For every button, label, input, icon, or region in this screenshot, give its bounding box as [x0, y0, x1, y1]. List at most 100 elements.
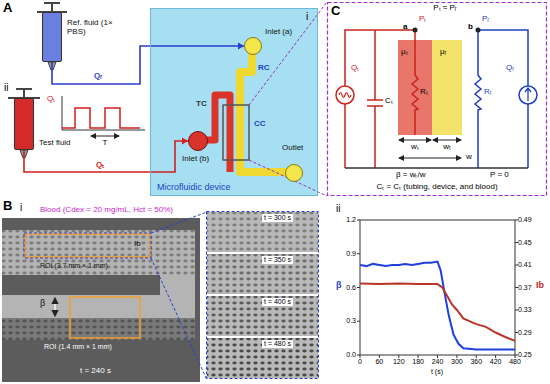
time-strip-part [207, 212, 318, 252]
figure-label: Ib [134, 240, 141, 249]
figure-label: Qᵣ [506, 64, 514, 73]
chart-axes-part [360, 355, 515, 358]
figure-label: t (s) [431, 368, 443, 376]
tick-label: 0.3 [346, 317, 356, 325]
time-strip-part [207, 212, 318, 252]
micrograph-part [151, 212, 207, 233]
figure-label: ii [4, 82, 8, 93]
test-syringe [8, 89, 40, 158]
tick-label: 240 [432, 358, 444, 366]
micrograph-part [54, 298, 55, 316]
circuit-panel-part [476, 28, 481, 33]
circuit-panel-part [328, 3, 547, 196]
micrograph-part [70, 297, 140, 338]
inlet-port: Inlet (b) [188, 131, 208, 151]
time-strip-part [207, 338, 318, 378]
figure-label: ii [336, 203, 340, 214]
tick-label: 180 [412, 358, 424, 366]
zoom-lines-part [249, 160, 327, 196]
node-label: Inlet (a) [265, 28, 292, 37]
circuit-panel-part [339, 93, 351, 98]
tick-label: 360 [470, 358, 482, 366]
pulse-plot-part [62, 130, 145, 131]
pulse-plot-part [62, 108, 140, 128]
figure-label: Pᵣ [482, 15, 489, 24]
time-strip [207, 212, 319, 379]
channels-part [223, 105, 249, 160]
tick-label: 0.0 [346, 351, 356, 359]
figure-label: μₜ [401, 48, 408, 57]
flow-label: Qₜ [96, 161, 104, 170]
figure-label: β [336, 281, 342, 291]
chart-axes-part [357, 220, 360, 355]
figure-label: w [466, 153, 472, 162]
tick-label: 0.41 [518, 261, 532, 269]
figure-label: C [331, 4, 340, 18]
zoom-lines [249, 2, 327, 196]
figure-label: Ib [536, 281, 544, 291]
micrograph [2, 212, 207, 382]
figure-label: Qₜ [351, 64, 359, 73]
circuit-panel-part [432, 40, 462, 135]
tick-label: 1.2 [346, 216, 356, 224]
circuit-panel-part [345, 30, 418, 135]
circuit-panel-part [399, 140, 431, 141]
circuit-panel-part [336, 86, 354, 104]
figure-label: wᵣ [443, 143, 451, 152]
figure-label: A [3, 1, 12, 15]
figure-label: T [103, 139, 108, 148]
ref-syringe [37, 3, 67, 70]
figure-label: t = 400 s [262, 298, 293, 306]
syringe: Test fluid [14, 98, 34, 150]
figure-label: CC [254, 120, 266, 129]
chart-axes-part [515, 220, 518, 355]
tick-label: 0 [358, 358, 362, 366]
beta-curve [360, 262, 515, 350]
tick-label: 480 [509, 358, 521, 366]
figure-label: i [20, 202, 22, 213]
node-label: Ref. fluid (1× PBS) [67, 19, 117, 37]
figure-label: Cₜ = Cₜ (tubing, device, and blood) [376, 183, 497, 192]
micrograph-part [2, 318, 195, 340]
outlet-port: Outlet [285, 164, 303, 182]
inlet-port: Inlet (a) [244, 37, 262, 55]
intensity-curve [360, 284, 515, 341]
micrograph-part [151, 258, 207, 380]
micrograph-part [25, 234, 150, 257]
micrograph-part [2, 230, 195, 275]
micrograph-part [2, 230, 195, 275]
device-box: Microfluidic device Inlet (a) Inlet (b) Out… [150, 8, 318, 196]
time-strip-part [207, 338, 318, 378]
circuit-panel-part [399, 158, 461, 159]
figure-label: t = 350 s [262, 256, 293, 264]
micrograph-part [24, 233, 151, 258]
figure-label: β = wₜ/w [396, 171, 426, 180]
figure-label: t = 300 s [262, 214, 293, 222]
figure-label: a [403, 23, 407, 32]
circuit-panel-part [345, 167, 528, 169]
figure-label: ROI (3.7 mm × 1 mm) [40, 262, 108, 270]
node-label: Microfluidic device [157, 183, 231, 193]
figure-label: ROI (1.4 mm × 1 mm) [44, 343, 112, 351]
circuit-panel-part [433, 140, 461, 141]
channels-part [240, 45, 293, 172]
time-strip-part [207, 254, 318, 294]
tick-label: 0.49 [518, 216, 532, 224]
circuit-panel-part [413, 28, 418, 33]
figure-label: Pₜ ≈ Pᵣ [433, 4, 456, 13]
tick-label: 300 [451, 358, 463, 366]
tick-label: 0.45 [518, 239, 532, 247]
time-strip-part [207, 254, 318, 294]
pulse-plot-part [62, 96, 63, 130]
syringe: Ref. fluid (1× PBS) [42, 12, 62, 62]
figure-label: b [468, 23, 473, 32]
tubing-connector [52, 46, 244, 84]
figure-label: TC [196, 100, 207, 109]
circuit-panel-part [525, 88, 531, 101]
tick-label: 420 [490, 358, 502, 366]
figure-label: i [306, 11, 308, 22]
figure-label: Cₜ [385, 97, 393, 106]
figure-label: β [40, 299, 45, 309]
chart-axes-part [360, 220, 515, 355]
